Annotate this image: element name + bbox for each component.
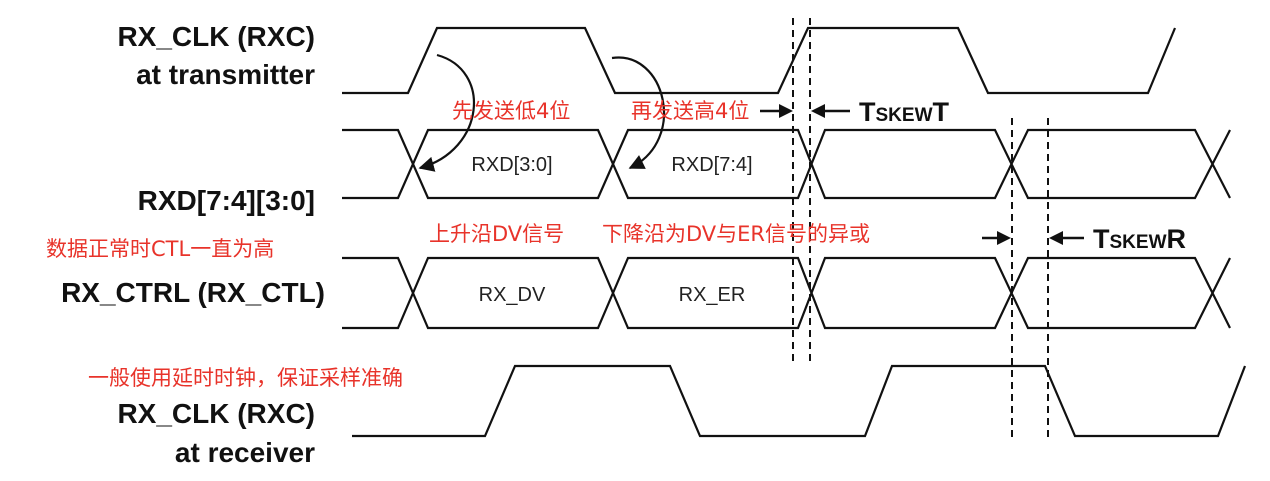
annotation-send-high-nibble: 再发送高4位 xyxy=(631,99,749,123)
rxd-label: RXD[7:4][3:0] xyxy=(138,185,315,216)
rx-ctrl-bus-waveform xyxy=(342,256,1231,330)
rxd-low-nibble-label: RXD[3:0] xyxy=(471,154,552,176)
skew-t-label: TSKEWT xyxy=(859,97,950,127)
rxd-high-nibble-label: RXD[7:4] xyxy=(671,154,752,176)
rx-er-label: RX_ER xyxy=(679,284,746,306)
skew-r-arrow-left-head xyxy=(997,231,1011,245)
annotation-falling-edge-dv-xor-er: 下降沿为DV与ER信号的异或 xyxy=(602,222,870,246)
skew-r-label: TSKEWR xyxy=(1093,224,1186,254)
annotation-send-low-nibble: 先发送低4位 xyxy=(452,99,570,123)
rx-clk-transmitter-waveform xyxy=(342,26,1177,95)
rx-clk-receiver-waveform xyxy=(352,364,1247,438)
skew-t-arrow-right-head xyxy=(811,104,825,118)
annotation-delay-clock: 一般使用延时时钟，保证采样准确 xyxy=(88,366,403,390)
launch-low-nibble-arrow xyxy=(418,53,475,172)
rx-dv-label: RX_DV xyxy=(479,284,546,306)
annotation-ctl-high-normal: 数据正常时CTL一直为高 xyxy=(46,237,274,261)
rx-clk-receiver-label: RX_CLK (RXC) xyxy=(117,398,315,429)
skew-r-arrow-right-head xyxy=(1049,231,1063,245)
skew-t-arrow-left-head xyxy=(779,104,793,118)
rx-ctrl-label: RX_CTRL (RX_CTL) xyxy=(61,277,325,308)
annotation-rising-edge-dv: 上升沿DV信号 xyxy=(429,222,564,246)
rx-clk-receiver-sublabel: at receiver xyxy=(175,437,315,468)
rx-clk-transmitter-label: RX_CLK (RXC) xyxy=(117,21,315,52)
rxd-bus-waveform xyxy=(342,128,1231,200)
rx-clk-transmitter-sublabel: at transmitter xyxy=(136,59,315,90)
launch-high-nibble-arrow xyxy=(611,56,666,169)
